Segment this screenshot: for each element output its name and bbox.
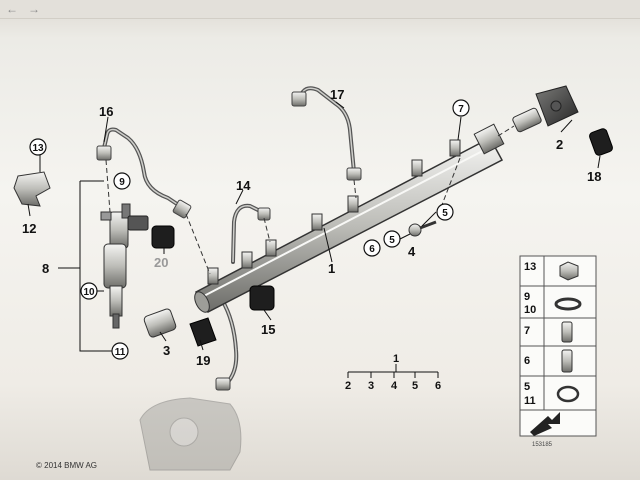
pipe-nut-16 — [96, 145, 112, 161]
pipe-16-inner — [103, 128, 181, 207]
tree-child-2: 2 — [345, 380, 351, 392]
circled-callout-9-text: 9 — [119, 177, 125, 188]
pipe-to-pump-inner — [221, 299, 238, 385]
callout-15: 15 — [261, 322, 275, 337]
dashed-leaders — [105, 125, 515, 275]
parts-legend: 13 9 10 7 6 5 11 153185 — [519, 255, 597, 448]
callout-3: 3 — [163, 343, 170, 358]
legend-5: 5 — [524, 381, 530, 393]
browser-nav-bar: ← → — [0, 0, 640, 19]
assembly-tree: 1 2 3 4 5 6 — [345, 353, 441, 392]
forward-arrow-icon[interactable]: → — [28, 2, 40, 16]
copyright-text: © 2014 BMW AG — [36, 461, 97, 470]
sensor-3 — [143, 308, 177, 338]
callout-19: 19 — [196, 353, 210, 368]
callout-1: 1 — [328, 261, 335, 276]
back-arrow-icon[interactable]: ← — [6, 2, 18, 16]
tree-child-6: 6 — [435, 380, 441, 392]
circled-callout-6-text: 6 — [369, 244, 375, 255]
callout-12: 12 — [22, 221, 36, 236]
circled-callout-9: 9 — [113, 172, 131, 190]
callout-20: 20 — [154, 255, 168, 270]
circled-callout-13-text: 13 — [32, 143, 44, 154]
legend-6: 6 — [524, 355, 530, 367]
pipe-17 — [298, 86, 356, 174]
callout-4: 4 — [408, 244, 416, 259]
legend-ring-icon — [556, 385, 580, 403]
circled-callout-10: 10 — [80, 282, 98, 300]
circled-callout-5-text: 5 — [442, 208, 448, 219]
pipe-16 — [102, 127, 182, 208]
callout-16: 16 — [99, 104, 113, 119]
pipe-nut-17b — [346, 167, 362, 181]
callout-18: 18 — [587, 169, 601, 184]
legend-washer-icon — [554, 297, 582, 311]
tree-root: 1 — [393, 353, 399, 365]
legend-nut-icon — [559, 261, 579, 281]
pipe-17-inner — [299, 87, 355, 173]
high-pressure-pump — [139, 397, 242, 471]
injector-seal-20 — [151, 225, 175, 249]
seal-19 — [189, 317, 217, 347]
circled-callout-7-text: 7 — [458, 104, 464, 115]
legend-9: 9 — [524, 291, 530, 303]
cap-18 — [589, 128, 613, 156]
callout-2: 2 — [556, 137, 563, 152]
tree-child-3: 3 — [368, 380, 374, 392]
circled-callout-6: 6 — [363, 239, 381, 257]
legend-13: 13 — [524, 261, 536, 273]
bolt-4 — [408, 220, 437, 237]
legend-11: 11 — [524, 395, 536, 407]
pipe-nut-17 — [291, 91, 307, 107]
callout-14: 14 — [236, 178, 251, 193]
circled-callout-7: 7 — [452, 99, 470, 117]
injector-8 — [100, 203, 149, 329]
pipe-nut-16b — [172, 199, 192, 219]
tree-child-5: 5 — [412, 380, 418, 392]
legend-arrow-icon — [530, 412, 560, 436]
circled-callout-5b-text: 5 — [389, 235, 395, 246]
tree-child-4: 4 — [391, 380, 398, 392]
circled-callout-5: 5 — [436, 203, 454, 221]
circled-callout-13: 13 — [29, 138, 47, 156]
fuel-rail — [194, 123, 505, 313]
pressure-sensor-2 — [512, 85, 579, 133]
callout-17: 17 — [330, 87, 344, 102]
legend-10: 10 — [524, 304, 536, 316]
circled-callout-5b: 5 — [383, 230, 401, 248]
legend-bolt-icon — [561, 349, 573, 373]
pipe-14-inner — [232, 205, 263, 263]
diagram-ref-number: 153185 — [532, 442, 553, 448]
pipe-nut-pump — [215, 377, 231, 391]
legend-7: 7 — [524, 325, 530, 337]
circled-callout-10-text: 10 — [83, 287, 95, 298]
bracket-12 — [13, 171, 51, 207]
circled-callout-11-text: 11 — [115, 347, 126, 358]
legend-screw-icon — [561, 321, 573, 343]
leader-lines — [27, 101, 601, 352]
cap-15 — [249, 285, 275, 311]
callout-8: 8 — [42, 261, 49, 276]
circled-callout-11: 11 — [111, 342, 129, 360]
